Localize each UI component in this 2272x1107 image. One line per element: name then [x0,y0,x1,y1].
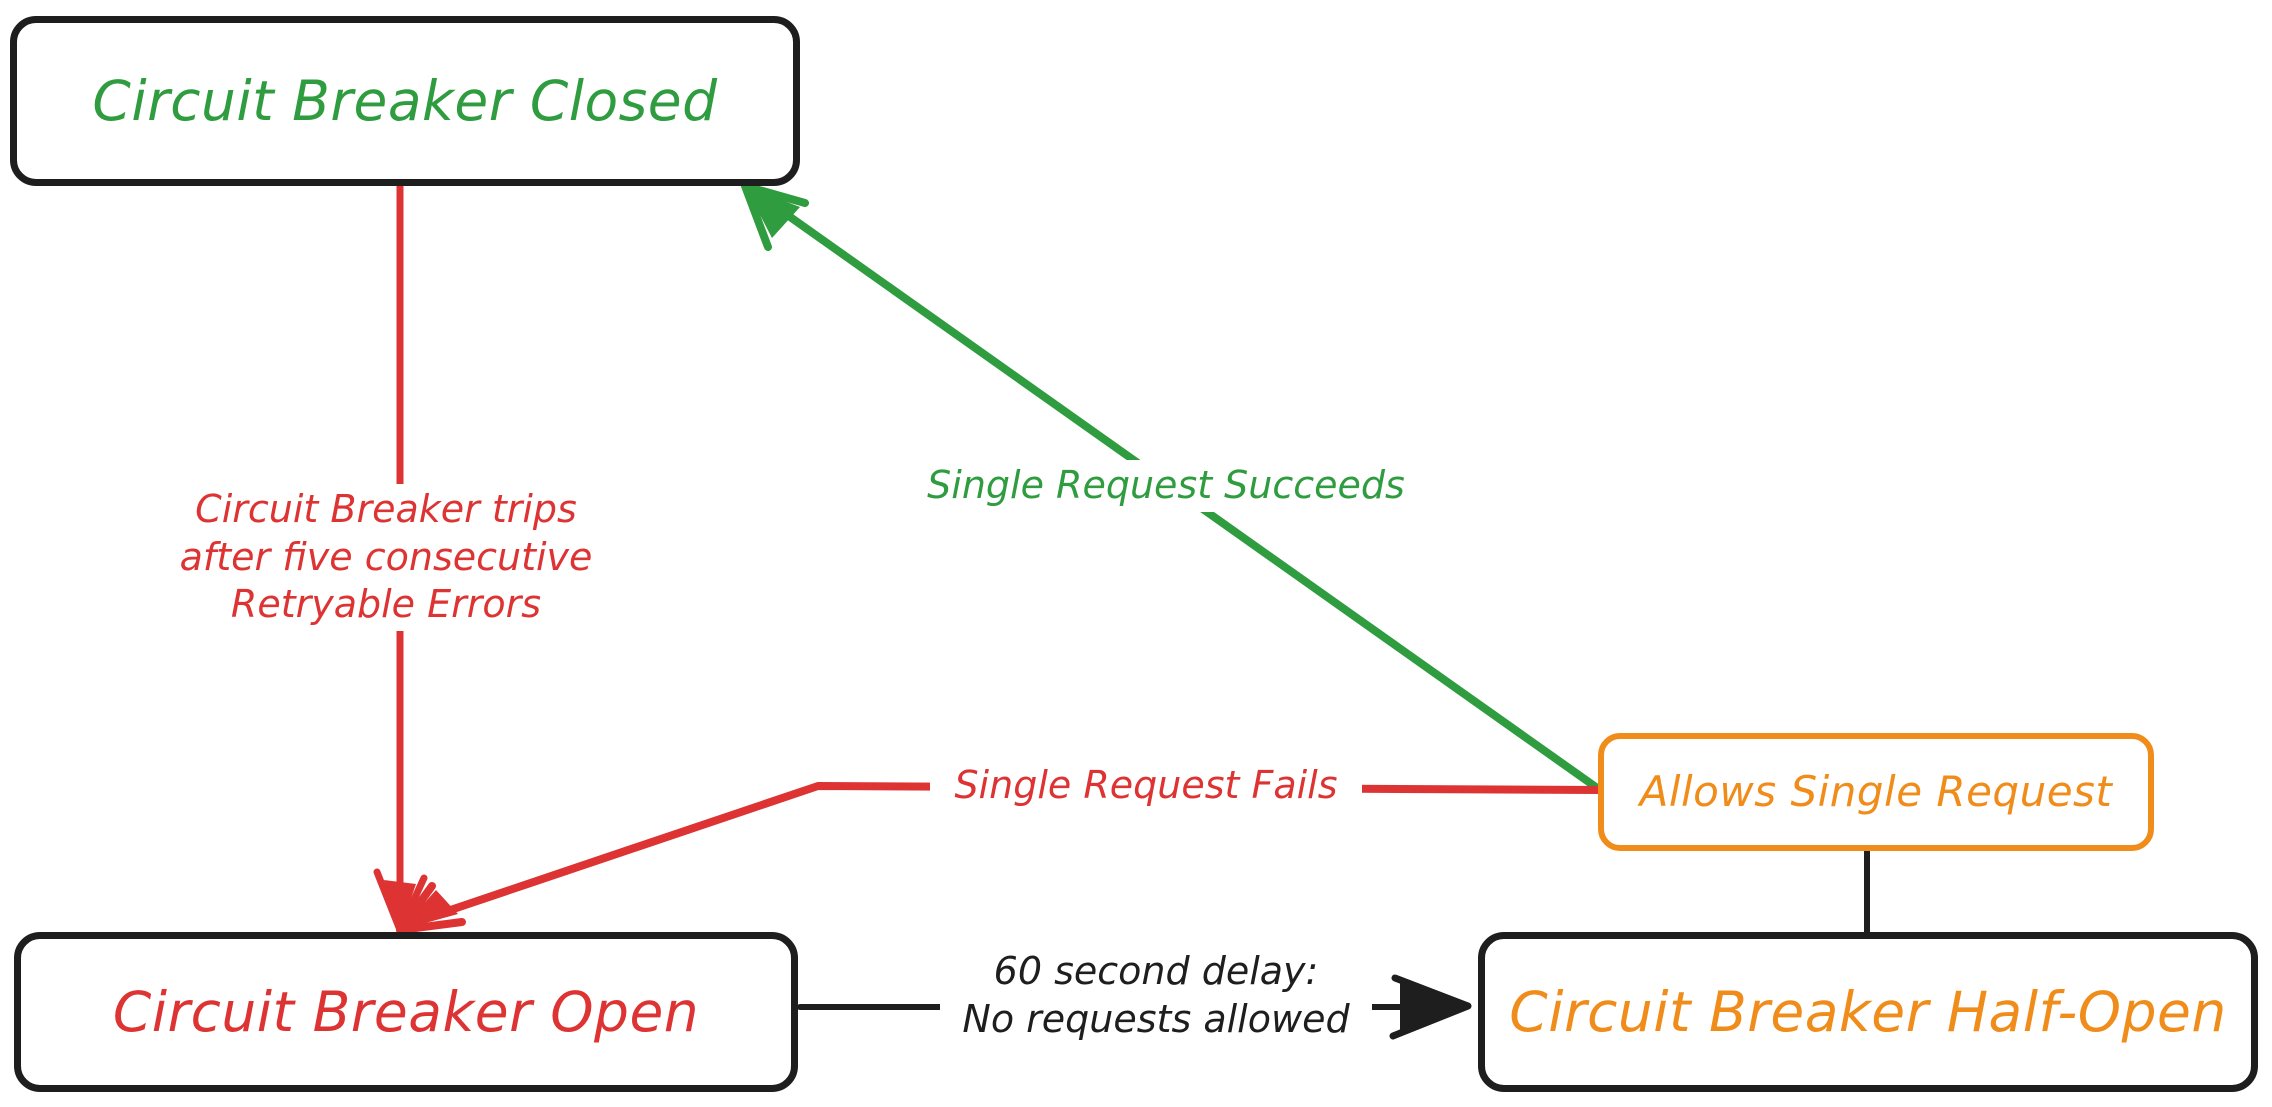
edge-label-allows-to-closed: Single Request Succeeds [910,460,1422,512]
node-label-open: Circuit Breaker Open [112,979,700,1044]
node-circuit-breaker-open[interactable]: Circuit Breaker Open [14,932,798,1092]
edge-label-allows-to-open: Single Request Fails [930,760,1362,812]
node-allows-single-request[interactable]: Allows Single Request [1598,733,2154,851]
node-label-half-open: Circuit Breaker Half-Open [1509,979,2227,1044]
node-circuit-breaker-half-open[interactable]: Circuit Breaker Half-Open [1478,932,2258,1092]
edge-label-open-to-half-open: 60 second delay: No requests allowed [940,946,1372,1045]
node-circuit-breaker-closed[interactable]: Circuit Breaker Closed [10,16,800,186]
node-label-allows-single-request: Allows Single Request [1639,766,2113,816]
edge-label-closed-to-open: Circuit Breaker trips after five consecu… [170,484,602,631]
node-label-closed: Circuit Breaker Closed [92,68,718,133]
